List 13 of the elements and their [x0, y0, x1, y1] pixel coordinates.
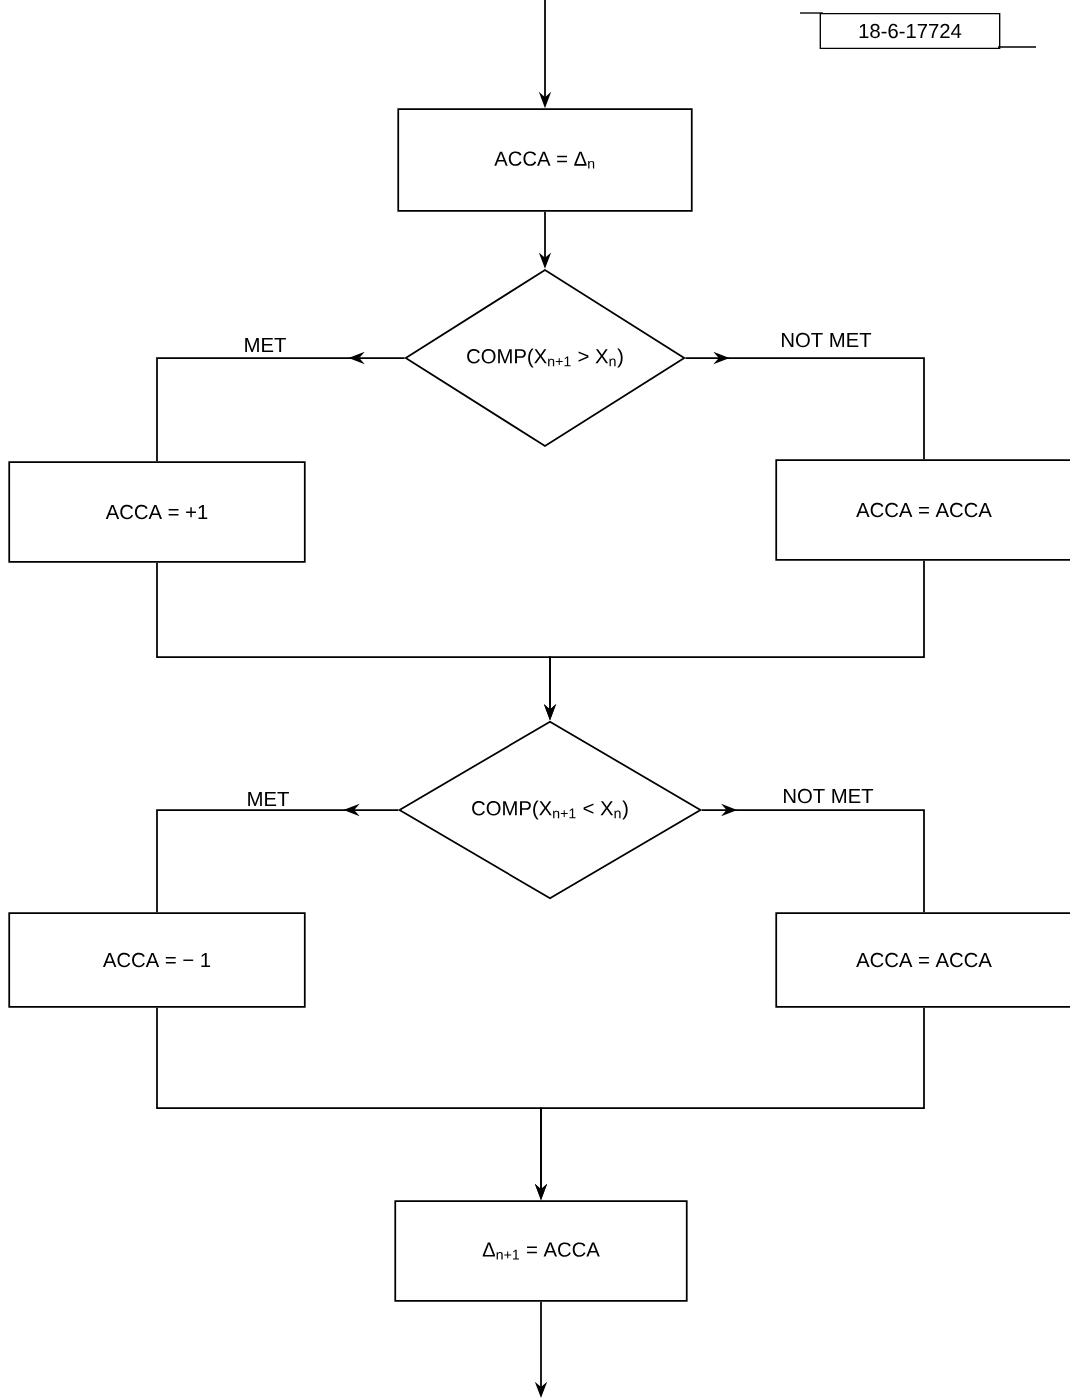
edge-label: NOT MET	[779, 331, 873, 349]
arrow	[684, 351, 925, 461]
arrow	[700, 803, 925, 914]
drawing-number: 18-6-17724	[819, 13, 1001, 49]
edge-label: MET	[245, 790, 291, 808]
process-box: ACCA = +1	[8, 461, 306, 563]
process-box: ACCA = ACCA	[775, 459, 1070, 561]
process-box: ACCA = − 1	[8, 912, 306, 1008]
process-box: ACCA = ACCA	[775, 912, 1070, 1008]
edge-label: MET	[242, 336, 288, 354]
edge-label: NOT MET	[781, 787, 875, 805]
process-box: Δ$_{n+1}$ = ACCA	[394, 1200, 688, 1302]
process-box: ACCA = Δ$_{n}$	[397, 108, 693, 212]
